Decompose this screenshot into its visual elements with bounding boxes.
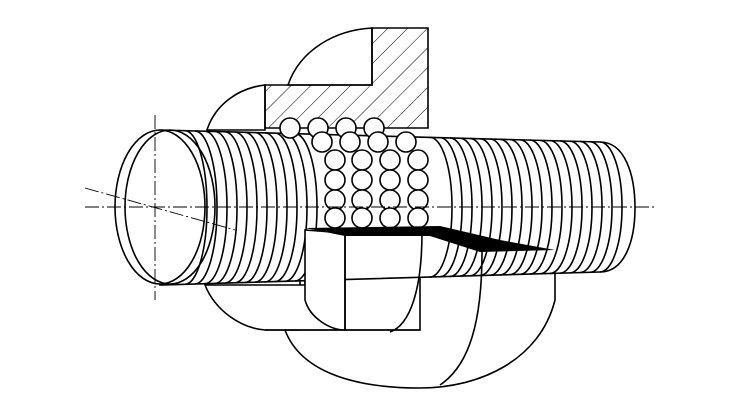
nut-segment-line: [439, 251, 483, 386]
ball: [311, 131, 333, 153]
nut-segment-line: [389, 231, 423, 333]
thread-ring: [194, 130, 218, 285]
thread-ring: [184, 129, 208, 286]
ball: [407, 149, 429, 171]
thread-ring: [589, 140, 613, 274]
ball: [324, 207, 346, 229]
ball: [351, 149, 373, 171]
thread-ring: [519, 139, 543, 276]
ball: [324, 169, 346, 191]
ball: [339, 131, 361, 153]
thread-ring: [429, 136, 453, 278]
nut-section-hatched: [264, 27, 429, 129]
ball: [379, 149, 401, 171]
ball: [367, 131, 389, 153]
nut-body-upper-outline: [205, 84, 266, 131]
ball: [324, 149, 346, 171]
thread-ring: [499, 138, 523, 276]
thread-ring: [214, 130, 238, 285]
ball: [379, 169, 401, 191]
ball: [407, 207, 429, 229]
thread-ring: [479, 137, 503, 277]
nut-flange-upper-outline: [286, 27, 373, 86]
ball: [279, 117, 301, 139]
ball-return-channel: [305, 226, 555, 252]
thread-ring: [539, 139, 563, 275]
ball: [351, 169, 373, 191]
ball: [395, 131, 417, 153]
thread-ring: [254, 131, 278, 283]
ball: [407, 169, 429, 191]
ball: [379, 207, 401, 229]
centerline-diagonal: [84, 187, 236, 231]
ball-bearings: [279, 117, 429, 229]
ball: [351, 207, 373, 229]
screw-threads: [184, 129, 623, 286]
